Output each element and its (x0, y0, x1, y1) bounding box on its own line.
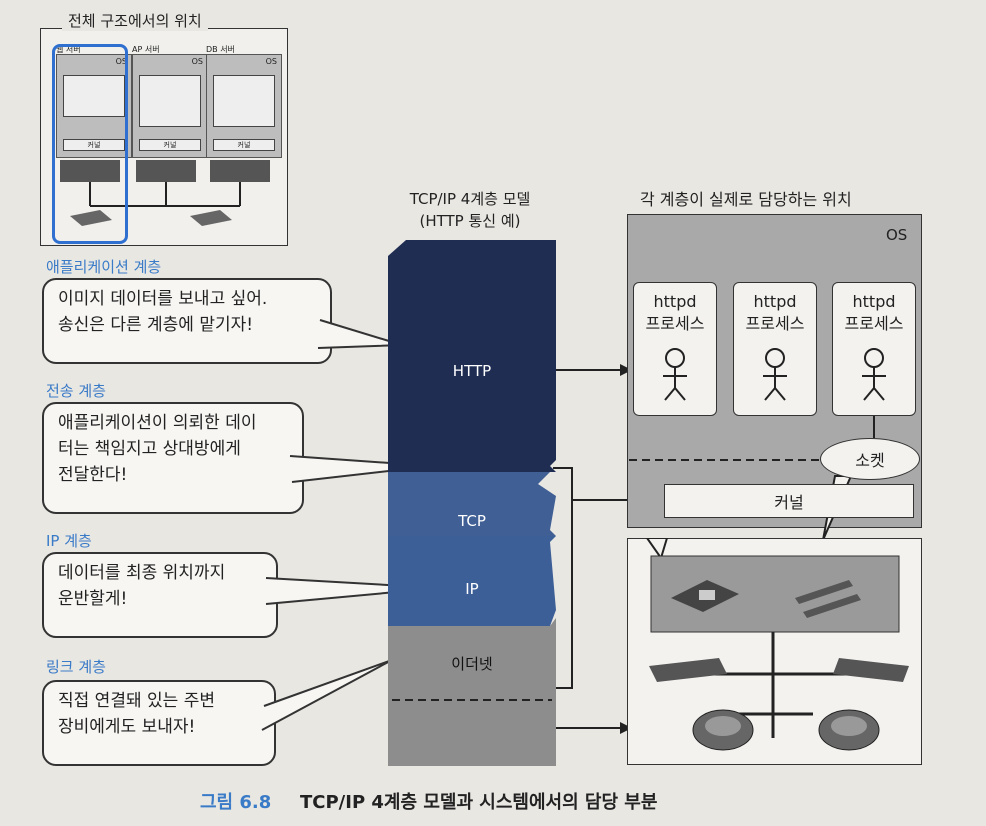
tcpip-stack (388, 240, 556, 766)
ip-layer-bubble: 데이터를 최종 위치까지 운반할게! (42, 552, 278, 638)
process-type: 프로세스 (645, 314, 705, 333)
http-layer-block (388, 240, 556, 472)
application-layer-bubble: 이미지 데이터를 보내고 싶어. 송신은 다른 계층에 맡기자! (42, 278, 332, 364)
bubble-line: 운반할게! (58, 589, 128, 609)
thumb-process-area (63, 75, 125, 117)
process-figure-3 (864, 348, 884, 368)
thumb-board-2 (136, 160, 196, 182)
process-name: httpd (753, 292, 797, 311)
right-panel-title: 각 계층이 실제로 담당하는 위치 (640, 190, 852, 209)
bubble-line: 장비에게도 보내자! (58, 717, 196, 737)
process-name: httpd (653, 292, 697, 311)
hardware-illustration (645, 538, 909, 751)
os-label: OS (886, 226, 908, 244)
thumb-switch-2 (190, 210, 232, 226)
disk-1-platter (705, 716, 741, 736)
thumb-kernel: 커널 (139, 139, 201, 151)
process-type: 프로세스 (745, 314, 805, 333)
http-layer-label: HTTP (452, 362, 492, 380)
tcp-layer-label: TCP (458, 512, 486, 530)
thumb-board-1 (60, 160, 120, 182)
process-figure-1 (665, 348, 685, 368)
bubble-line: 직접 연결돼 있는 주변 (58, 691, 215, 711)
transport-layer-heading: 전송 계층 (46, 382, 106, 400)
thumb-kernel: 커널 (63, 139, 125, 151)
kernel-bracket (553, 467, 573, 689)
arrow-hardware (620, 722, 632, 734)
thumbnail-title: 전체 구조에서의 위치 (62, 10, 208, 31)
socket-ellipse: 소켓 (820, 438, 920, 480)
bubble-line: 애플리케이션이 의뢰한 데이 (58, 413, 257, 433)
stack-title-line1: TCP/IP 4계층 모델 (409, 190, 531, 208)
web-server-highlight (52, 44, 128, 244)
bubble-line: 전달한다! (58, 465, 128, 485)
transport-layer-bubble: 애플리케이션이 의뢰한 데이 터는 책임지고 상대방에게 전달한다! (42, 402, 304, 514)
thumb-os-label: OS (265, 57, 277, 66)
thumb-os-label: OS (191, 57, 203, 66)
ip-layer-label: IP (465, 580, 479, 598)
stack-title-line2: (HTTP 통신 예) (419, 212, 521, 230)
ip-layer-heading: IP 계층 (46, 532, 92, 550)
db-server-label: DB 서버 (206, 45, 235, 54)
process-name: httpd (852, 292, 896, 311)
ap-server-label: AP 서버 (132, 45, 160, 54)
arrow-http (620, 364, 632, 376)
tcp-layer-block (388, 472, 556, 536)
process-figure-2 (765, 348, 785, 368)
thumb-os-label: OS (115, 57, 127, 66)
thumb-kernel: 커널 (213, 139, 275, 151)
db-server-box: OS 커널 (206, 54, 282, 158)
link-bubble-tail (261, 659, 393, 731)
thumb-process-area (213, 75, 275, 127)
ethernet-layer-label: 이더넷 (451, 654, 493, 673)
figure-caption: TCP/IP 4계층 모델과 시스템에서의 담당 부분 (300, 792, 658, 813)
memory-module-1 (795, 580, 853, 604)
stack-title: TCP/IP 4계층 모델 (HTTP 통신 예) (380, 188, 560, 232)
nic-card-1 (649, 658, 727, 682)
kernel-callout-tail (645, 538, 669, 561)
bubble-line: 터는 책임지고 상대방에게 (58, 439, 241, 459)
nic-card-2 (833, 658, 909, 682)
figure-number: 그림 6.8 (200, 792, 272, 813)
bubble-line: 데이터를 최종 위치까지 (58, 563, 226, 583)
bubble-line: 이미지 데이터를 보내고 싶어. (58, 289, 268, 309)
link-layer-heading: 링크 계층 (46, 658, 106, 676)
web-server-box: OS 커널 (56, 54, 132, 158)
application-layer-heading: 애플리케이션 계층 (46, 258, 162, 276)
link-layer-bubble: 직접 연결돼 있는 주변 장비에게도 보내자! (42, 680, 276, 766)
kernel-box: 커널 (664, 484, 914, 518)
ethernet-layer-block (388, 618, 556, 766)
ip-layer-block (388, 536, 556, 626)
cpu-die (699, 590, 715, 600)
disk-2-platter (831, 716, 867, 736)
process-type: 프로세스 (844, 314, 904, 333)
web-server-label: 웹 서버 (56, 45, 81, 54)
thumb-process-area (139, 75, 201, 127)
memory-module-2 (803, 594, 861, 618)
thumb-board-3 (210, 160, 270, 182)
thumb-hardware-network (60, 160, 270, 226)
thumb-switch-1 (70, 210, 112, 226)
bubble-line: 송신은 다른 계층에 맡기자! (58, 315, 254, 335)
